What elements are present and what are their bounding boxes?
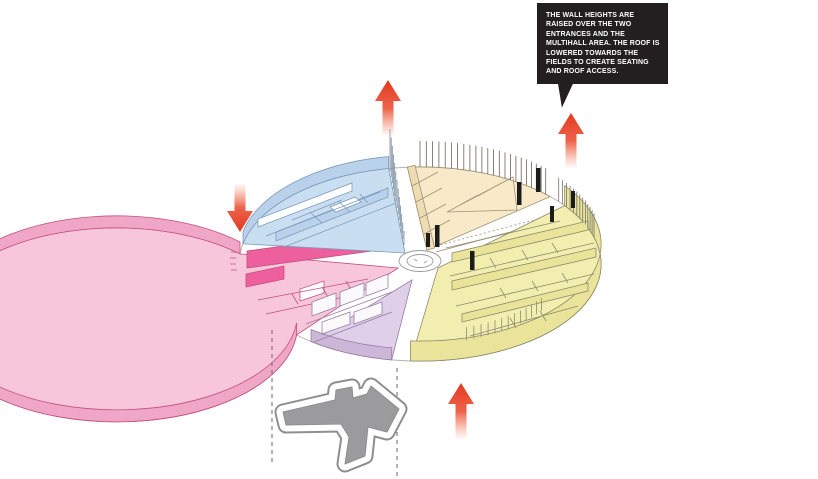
down-arrow-west-icon — [227, 183, 253, 232]
segment-wall-lines — [265, 191, 397, 248]
segment-wall-slab — [299, 280, 325, 302]
segment-rim-wall — [242, 156, 389, 244]
segment-rim-wall — [0, 215, 297, 423]
center-drain — [398, 250, 442, 272]
segment-wall-lines — [305, 291, 393, 343]
segment-yellow — [409, 177, 602, 362]
up-arrow-north-icon — [375, 80, 401, 137]
projection-lines — [271, 330, 398, 477]
segment-purple — [305, 273, 413, 361]
up-arrow-south-icon — [448, 383, 474, 440]
segment-pink — [0, 215, 400, 423]
fin-comb-blue — [389, 129, 405, 245]
entrance-arrow-floor — [282, 385, 400, 465]
segment-cream — [406, 141, 567, 253]
up-arrow-east-icon — [558, 113, 584, 169]
segment-blue — [242, 129, 406, 254]
segment-rim-wall — [310, 328, 393, 361]
fin-comb-yellow-inner — [466, 298, 542, 341]
segment-wall-slab — [257, 182, 362, 228]
segment-wall-lines — [445, 220, 595, 337]
segment-rim-wall — [410, 184, 602, 362]
entrance-arrow-3d — [274, 377, 408, 473]
segment-dotted-line — [435, 212, 561, 247]
callout-box: THE WALL HEIGHTS ARE RAISED OVER THE TWO… — [537, 3, 668, 108]
segment-west-steps — [230, 251, 237, 271]
segment-wall-slabs — [311, 273, 389, 335]
segment-walls — [406, 164, 436, 251]
segment-truss — [446, 176, 518, 213]
flow-arrows — [227, 80, 584, 440]
callout-text: THE WALL HEIGHTS ARE RAISED OVER THE TWO… — [546, 12, 660, 76]
